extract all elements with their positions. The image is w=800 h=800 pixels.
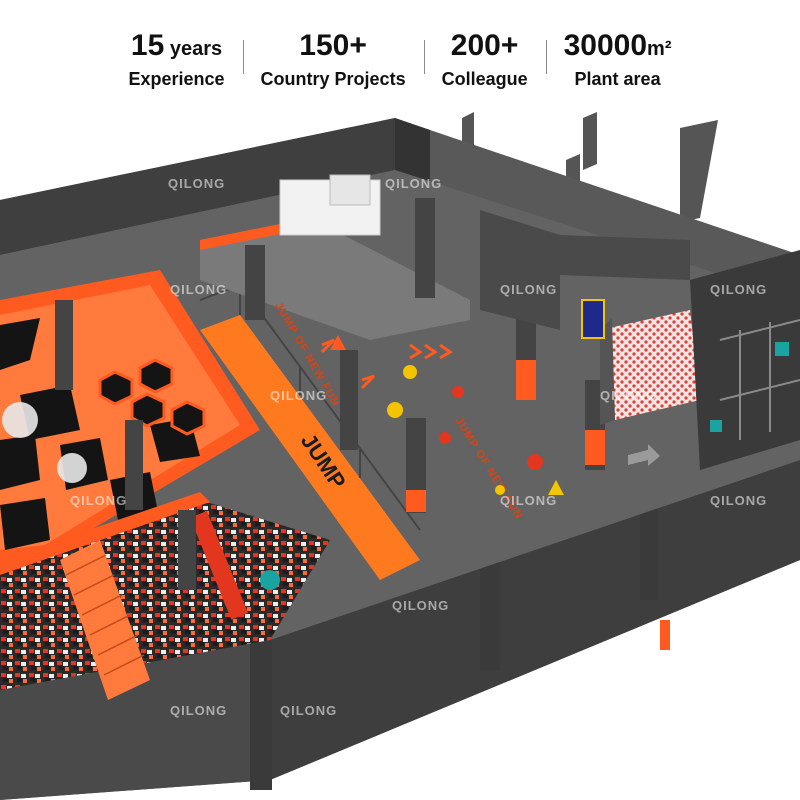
ball-pit <box>600 310 700 420</box>
stat-colleague: 200+ Colleague <box>423 28 546 91</box>
watermark: QILONG <box>70 493 127 508</box>
jump-banner-wall <box>200 315 420 580</box>
watermark: QILONG <box>710 493 767 508</box>
watermarks: QILONG QILONG QILONG QILONG QILONG QILON… <box>70 176 767 718</box>
partition-wall <box>560 235 690 280</box>
foam-pit-rim <box>0 492 210 575</box>
wall-pillar <box>640 500 658 600</box>
watermark: QILONG <box>170 703 227 718</box>
foam-pit <box>0 500 330 690</box>
reception-panel <box>329 174 371 206</box>
watermark: QILONG <box>500 493 557 508</box>
battle-beam <box>190 511 249 620</box>
stat-label: Colleague <box>441 68 528 89</box>
watermark: QILONG <box>392 598 449 613</box>
pillars <box>55 198 605 590</box>
stat-label: Country Projects <box>260 68 406 89</box>
trampoline-park-render: JUMP JUMP OF NEW FUN JUMP OF NEW FUN <box>0 112 800 800</box>
watermark: QILONG <box>600 388 657 403</box>
battle-beam-pad <box>260 570 280 590</box>
bubble-ball <box>57 453 87 483</box>
stair-steps <box>65 554 145 676</box>
bubble-ball <box>2 402 38 438</box>
wall-pillar <box>250 630 272 790</box>
stat-value: 200+ <box>450 28 519 62</box>
stat-label: Experience <box>128 68 225 89</box>
wall-pillar <box>480 560 500 670</box>
watermark: QILONG <box>168 176 225 191</box>
watermark: QILONG <box>620 176 677 191</box>
ninja-hold <box>775 342 789 356</box>
wall-accent-stripe <box>660 620 670 650</box>
stat-value: 30000m² <box>563 28 672 62</box>
stat-projects: 150+ Country Projects <box>242 28 424 91</box>
right-wall-face <box>270 460 800 780</box>
stats-bar: 15 years Experience 150+ Country Project… <box>0 0 800 118</box>
partition-wall <box>480 210 560 330</box>
staircase <box>60 540 150 700</box>
party-room <box>200 218 470 340</box>
watermark: QILONG <box>280 703 337 718</box>
watermark: QILONG <box>270 388 327 403</box>
stat-plant-area: 30000m² Plant area <box>545 28 690 91</box>
ninja-course <box>690 250 800 470</box>
stat-label: Plant area <box>574 68 661 89</box>
play-balls <box>330 335 564 495</box>
stat-value: 15 years <box>130 28 223 62</box>
front-wall-face <box>0 640 270 800</box>
ninja-rigging <box>719 319 800 440</box>
watermark: QILONG <box>385 176 442 191</box>
back-wall <box>0 118 395 255</box>
hex-trampolines <box>98 358 206 436</box>
arcade-machine <box>581 299 605 339</box>
ninja-hold <box>710 420 722 432</box>
stat-value: 150+ <box>299 28 367 62</box>
stat-experience: 15 years Experience <box>110 28 242 91</box>
watermark: QILONG <box>710 282 767 297</box>
watermark: QILONG <box>500 282 557 297</box>
ball-pit-wall <box>600 318 615 425</box>
floor-arrow <box>628 444 660 466</box>
floor-arrows <box>320 338 453 390</box>
watermark: QILONG <box>170 282 227 297</box>
